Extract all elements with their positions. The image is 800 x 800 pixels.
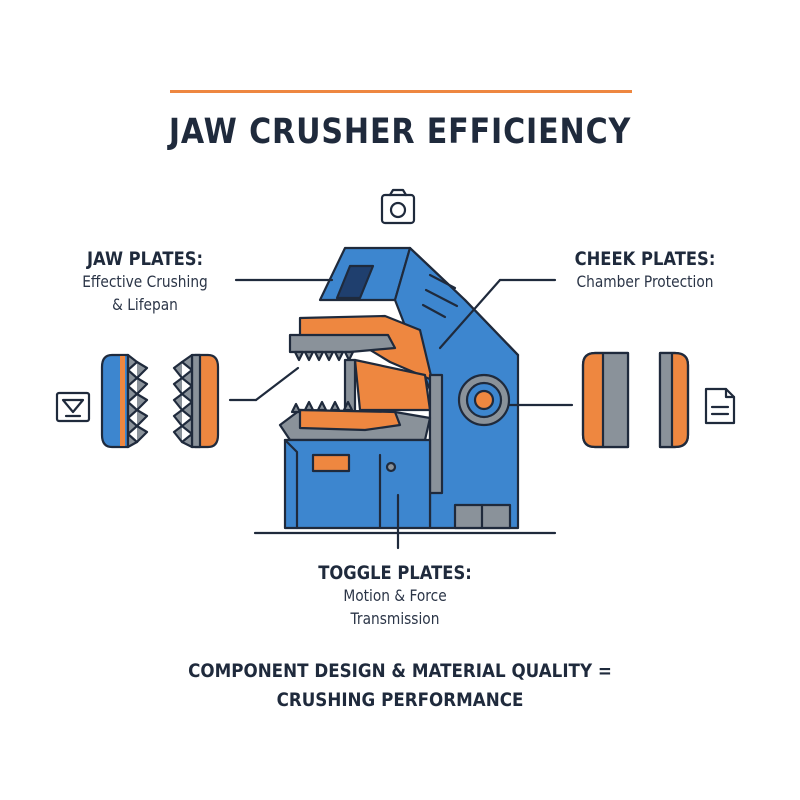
flywheel — [457, 373, 511, 427]
jaw-plates-desc-2: & Lifepan — [112, 295, 178, 314]
jaw-plates-heading: JAW PLATES: — [86, 248, 204, 270]
cheek-plate-right-1 — [581, 351, 630, 449]
jaw-plates-label: JAW PLATES: Effective Crushing & Lifepan — [55, 248, 235, 316]
camera-icon — [380, 188, 416, 225]
toggle-plates-heading: TOGGLE PLATES: — [318, 562, 472, 584]
footer-line-1: COMPONENT DESIGN & MATERIAL QUALITY = — [188, 660, 612, 682]
cheek-plates-desc: Chamber Protection — [576, 272, 714, 291]
accent-rule — [170, 90, 632, 93]
cheek-plate-right-2 — [658, 351, 690, 449]
footer-caption: COMPONENT DESIGN & MATERIAL QUALITY = CR… — [136, 657, 664, 715]
footer-line-2: CRUSHING PERFORMANCE — [276, 689, 524, 711]
toggle-plates-desc-1: Motion & Force — [343, 586, 447, 605]
cheek-plates-heading: CHEEK PLATES: — [574, 248, 716, 270]
jaw-plate-left-1 — [100, 353, 149, 449]
toggle-plates-label: TOGGLE PLATES: Motion & Force Transmissi… — [295, 562, 495, 630]
page-title: JAW CRUSHER EFFICIENCY — [168, 112, 632, 152]
document-icon — [704, 387, 736, 425]
toggle-plates-desc-2: Transmission — [350, 609, 440, 628]
jaw-plate-left-2 — [172, 353, 220, 449]
jaw-plates-desc-1: Effective Crushing — [82, 272, 208, 291]
filter-icon — [55, 391, 91, 423]
machine-base — [283, 438, 432, 530]
cheek-plates-label: CHEEK PLATES: Chamber Protection — [555, 248, 735, 293]
